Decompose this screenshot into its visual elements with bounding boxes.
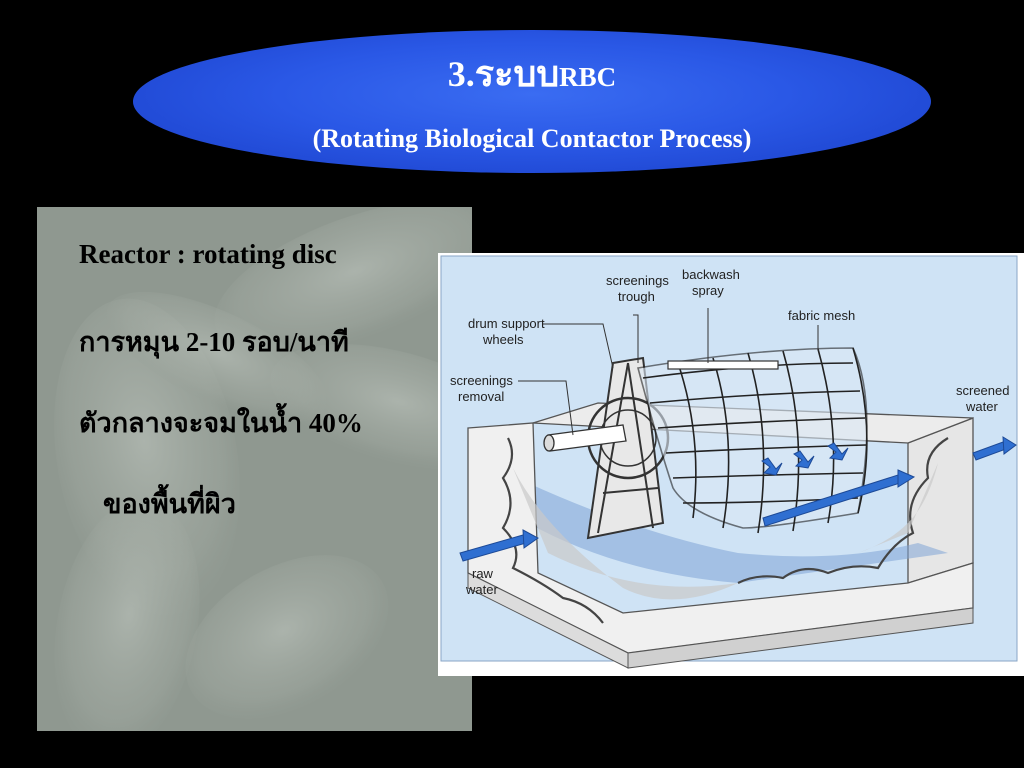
label-drum-support: drum support xyxy=(468,316,545,331)
mesh-arrow-2 xyxy=(793,450,815,469)
mesh-arrow-3 xyxy=(827,442,849,461)
label-screenings-removal-2: removal xyxy=(458,389,504,404)
label-backwash-spray-2: spray xyxy=(692,283,724,298)
label-screened-water: screened xyxy=(956,383,1009,398)
label-fabric-mesh: fabric mesh xyxy=(788,308,855,323)
bullet-surface-area: ของพื้นที่ผิว xyxy=(103,489,236,519)
label-raw-water: raw xyxy=(472,566,494,581)
bacteria-shapes xyxy=(54,207,472,731)
text-panel: Reactor : rotating disc การหมุน 2-10 รอบ… xyxy=(37,207,472,731)
mesh-arrow-1 xyxy=(761,457,783,476)
bullet-submerged: ตัวกลางจะจมในน้ำ 40% xyxy=(79,408,363,438)
rbc-diagram: screenings trough backwash spray fabric … xyxy=(440,255,1018,669)
tank xyxy=(467,402,974,669)
rbc-diagram-frame: screenings trough backwash spray fabric … xyxy=(438,253,1024,676)
label-screenings-trough: screenings xyxy=(606,273,669,288)
leader-lines xyxy=(518,308,819,436)
label-screened-water-2: water xyxy=(965,399,998,414)
label-raw-water-2: water xyxy=(465,582,498,597)
slide-title: 3.ระบบRBC xyxy=(133,52,931,99)
title-rbc: RBC xyxy=(559,62,617,92)
label-backwash-spray: backwash xyxy=(682,267,740,282)
title-oval xyxy=(133,30,931,173)
label-drum-support-2: wheels xyxy=(482,332,524,347)
rotating-drum xyxy=(637,347,868,534)
title-thai: 3.ระบบ xyxy=(447,54,560,94)
drum-support-frame xyxy=(586,356,670,540)
flow-arrows xyxy=(459,436,1017,562)
label-screenings-removal: screenings xyxy=(450,373,513,388)
screenings-removal-pipe xyxy=(543,424,627,452)
bullet-rotation: การหมุน 2-10 รอบ/นาที xyxy=(79,327,349,357)
bullet-reactor: Reactor : rotating disc xyxy=(79,239,337,269)
slide-subtitle: (Rotating Biological Contactor Process) xyxy=(312,124,752,153)
bacteria-background-image xyxy=(54,207,472,731)
label-screenings-trough-2: trough xyxy=(618,289,655,304)
